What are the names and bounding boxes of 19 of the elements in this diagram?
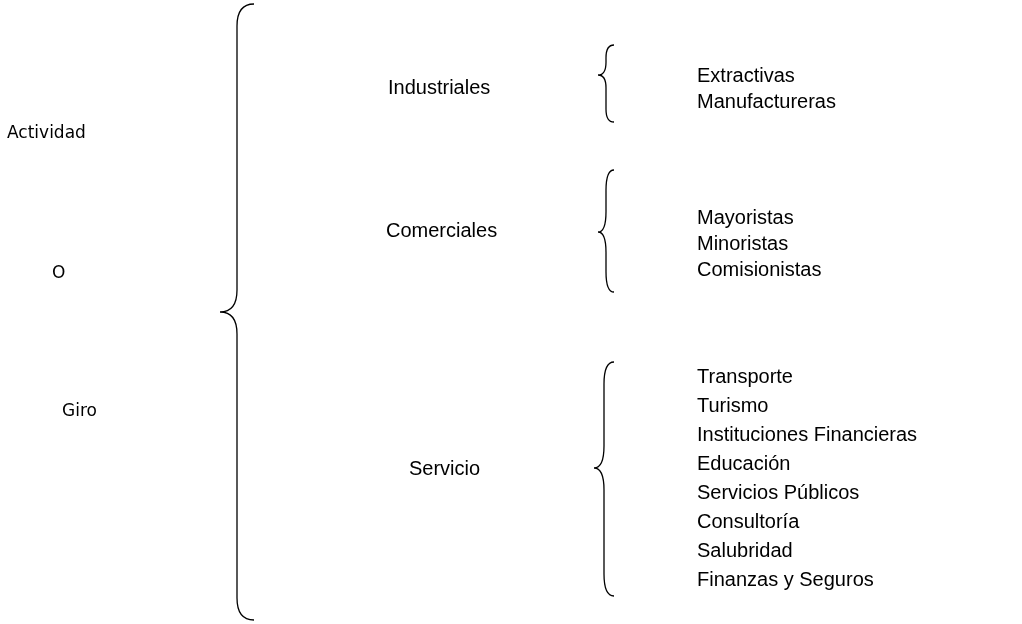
root-label: Actividad [7,121,86,144]
item-label: Minoristas [697,231,789,255]
item-label: Salubridad [697,538,793,562]
item-label: Finanzas y Seguros [697,567,874,591]
item-label: Turismo [697,393,769,417]
item-label: Educación [697,451,791,475]
item-label: Transporte [697,364,793,388]
item-label: Servicios Públicos [697,480,860,504]
group-label: Servicio [409,456,481,480]
item-label: Extractivas [697,63,795,87]
root-label: O [52,261,66,284]
item-label: Comisionistas [697,257,822,281]
item-label: Instituciones Financieras [697,422,918,446]
group-label: Comerciales [386,218,498,242]
item-label: Mayoristas [697,205,794,229]
item-label: Consultoría [697,509,800,533]
item-label: Manufactureras [697,89,836,113]
group-label: Industriales [388,75,491,99]
root-label: Giro [62,399,97,422]
